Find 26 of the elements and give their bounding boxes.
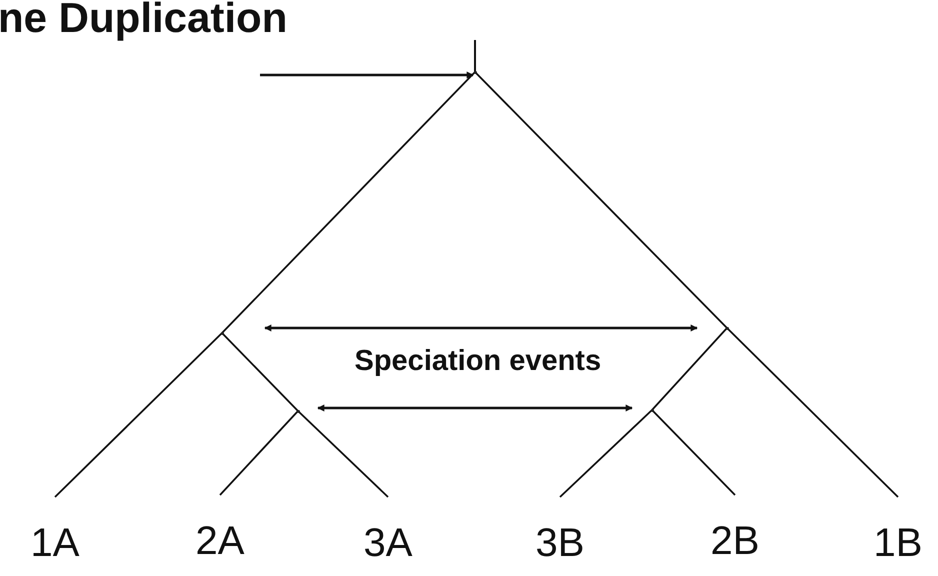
tree-branch	[474, 71, 728, 329]
tree-branch	[651, 409, 736, 496]
branch-point	[220, 332, 224, 334]
leaf-label: 1B	[874, 521, 922, 565]
annotation-text: Speciation events	[354, 344, 602, 378]
tree-branch	[726, 327, 899, 498]
tree-branch	[559, 409, 653, 498]
arrow	[260, 72, 474, 78]
leaf-label: 2A	[196, 519, 244, 563]
branch-point	[726, 326, 728, 330]
branch-point	[650, 408, 654, 412]
tree-branch	[54, 332, 223, 498]
arrow	[317, 404, 633, 412]
tree-branch	[651, 327, 728, 411]
tree-branch	[221, 332, 299, 412]
branch-point	[474, 70, 476, 74]
tree-branch	[219, 410, 299, 496]
arrow	[264, 324, 698, 332]
tree-branch	[297, 410, 389, 498]
title-text: ne Duplication	[0, 0, 288, 42]
leaf-label: 3B	[536, 521, 584, 565]
branch-point	[296, 410, 300, 412]
tree-branch	[221, 71, 476, 334]
leaf-label: 3A	[364, 521, 412, 565]
leaf-label: 1A	[30, 521, 80, 565]
leaf-label: 2B	[710, 519, 760, 563]
